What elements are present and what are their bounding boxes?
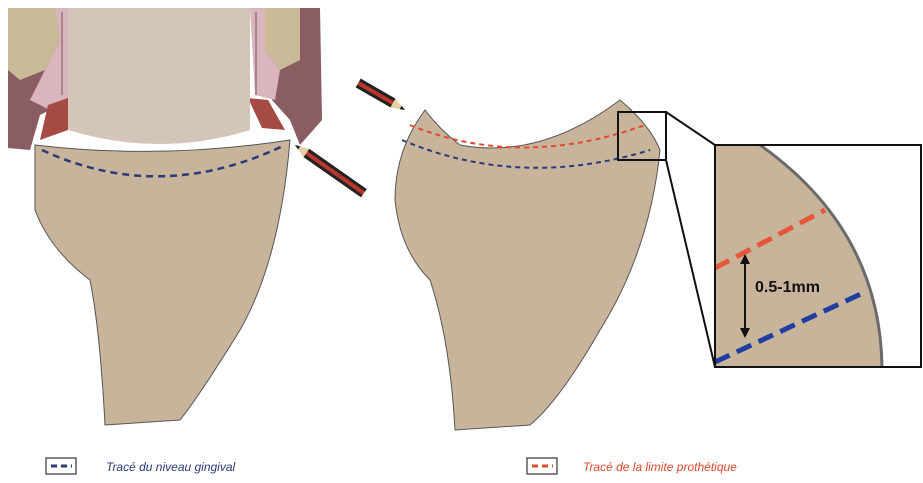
zoom-panel: 0.5-1mm xyxy=(715,145,923,367)
left-tooth-panel xyxy=(8,8,367,425)
pencil-icon xyxy=(292,141,367,197)
legend-label-prosthetic: Tracé de la limite prothétique xyxy=(583,460,737,474)
legend-gingival: Tracé du niveau gingival xyxy=(46,458,236,474)
middle-tooth-panel xyxy=(356,79,715,430)
tooth-root xyxy=(68,8,250,144)
tooth-crown-left xyxy=(35,140,290,425)
tooth-crown-middle xyxy=(395,100,660,430)
zoom-connector-bottom xyxy=(666,160,715,367)
legend-label-gingival: Tracé du niveau gingival xyxy=(106,460,236,474)
measurement-label: 0.5-1mm xyxy=(755,279,820,296)
pencil-icon xyxy=(356,79,408,115)
legend-prosthetic: Tracé de la limite prothétique xyxy=(527,458,737,474)
zoom-connector-top xyxy=(666,112,715,145)
